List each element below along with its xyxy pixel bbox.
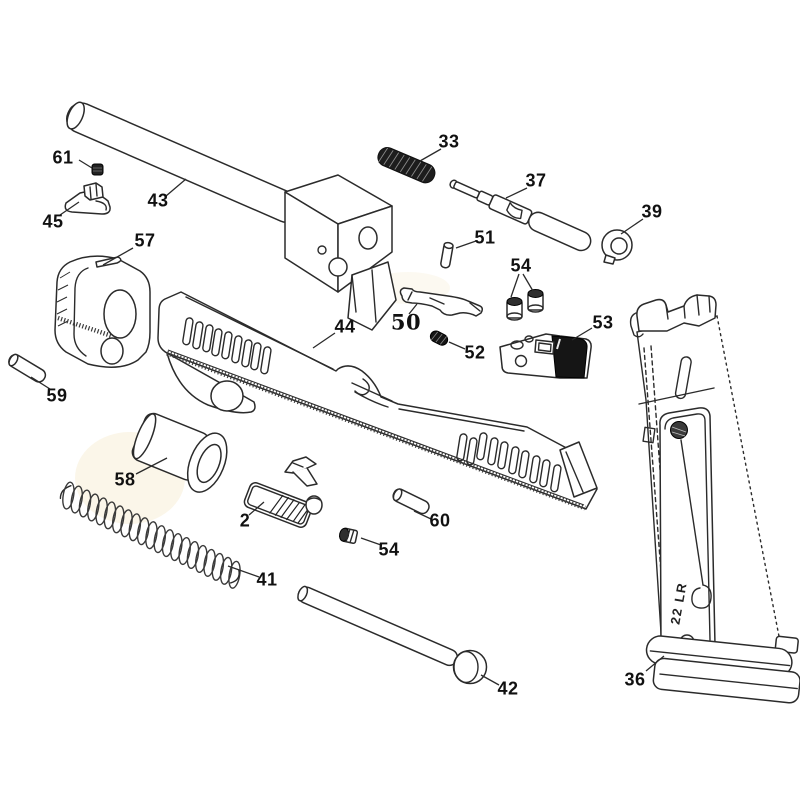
part-59-pin: [8, 353, 47, 383]
part-label-50: 50: [390, 309, 422, 335]
part-label-39: 39: [641, 201, 663, 222]
part-label-59: 59: [46, 385, 68, 406]
part-label-51: 51: [474, 227, 496, 248]
part-2-bolt-assembly: [243, 456, 323, 528]
part-label-57: 57: [134, 230, 156, 251]
part-33-spring: [377, 147, 436, 184]
part-61-screw: [91, 163, 104, 176]
part-label-44: 44: [334, 316, 356, 337]
part-60-pin: [392, 488, 430, 515]
part-39-ring: [601, 229, 633, 265]
part-label-60: 60: [429, 510, 451, 531]
part-57-bolt-knob: [54, 255, 151, 368]
part-label-53: 53: [592, 312, 614, 333]
part-54-setscrew-b: [527, 289, 544, 313]
part-label-54-b: 54: [378, 539, 400, 560]
part-label-37: 37: [525, 170, 547, 191]
magazine-caliber-marking: 22 LR: [667, 581, 689, 626]
part-37-firing-pin: [449, 179, 592, 252]
part-label-45: 45: [42, 211, 64, 232]
part-52-spring: [429, 330, 449, 346]
part-label-61: 61: [52, 147, 74, 168]
part-label-42: 42: [497, 678, 519, 699]
part-label-33: 33: [438, 131, 460, 152]
part-54-setscrew-c: [339, 527, 359, 545]
part-45-front-sight: [64, 182, 111, 215]
part-54-setscrew-a: [506, 297, 523, 321]
part-42-guide-rod: [297, 585, 488, 685]
part-41-recoil-spring: [59, 480, 243, 590]
part-label-52: 52: [464, 342, 486, 363]
part-58-bushing: [131, 412, 228, 493]
part-label-2: 2: [239, 510, 251, 531]
part-label-43: 43: [147, 190, 169, 211]
part-label-36: 36: [624, 669, 646, 690]
part-51-pin: [440, 241, 454, 269]
part-44-slide: [157, 291, 598, 511]
leader-lines: [30, 148, 665, 686]
part-label-58: 58: [114, 469, 136, 490]
part-label-54-a: 54: [510, 255, 532, 276]
part-50-ejector-lever: [399, 287, 484, 317]
part-53-rear-sight: [499, 333, 592, 379]
part-36-magazine: 22 LR: [629, 294, 800, 704]
part-label-41: 41: [256, 569, 278, 590]
part-43-chamber-block: [284, 174, 397, 331]
